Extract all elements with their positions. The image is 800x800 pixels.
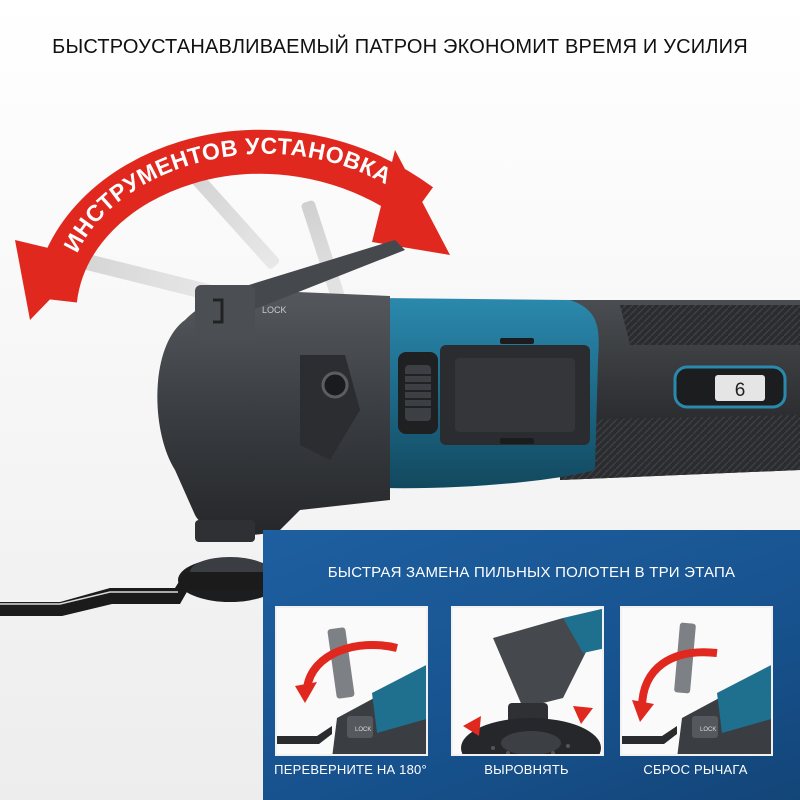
arc-label: ИНСТРУМЕНТОВ УСТАНОВКА bbox=[58, 133, 396, 256]
step-2-illustration bbox=[453, 608, 602, 754]
step-3-label: СБРОС РЫЧАГА bbox=[643, 762, 748, 777]
tool-handle: 6 bbox=[560, 300, 800, 480]
lock-label: LOCK bbox=[262, 305, 287, 315]
step-1-label: ПЕРЕВЕРНИТЕ НА 180° bbox=[274, 762, 427, 777]
step-2-label: ВЫРОВНЯТЬ bbox=[484, 762, 569, 777]
step-1-lock-label: LOCK bbox=[355, 727, 371, 733]
step-2-image bbox=[451, 606, 604, 756]
step-3-lock-label: LOCK bbox=[700, 727, 716, 733]
tool-body-teal bbox=[380, 298, 599, 489]
step-1-image: LOCK bbox=[275, 606, 428, 756]
speed-dial-value: 6 bbox=[735, 380, 746, 401]
headline: БЫСТРОУСТАНАВЛИВАЕМЫЙ ПАТРОН ЭКОНОМИТ ВР… bbox=[52, 36, 748, 58]
panel-title: БЫСТРАЯ ЗАМЕНА ПИЛЬНЫХ ПОЛОТЕН В ТРИ ЭТА… bbox=[327, 564, 736, 581]
step-3-image: LOCK bbox=[620, 606, 773, 756]
step-1-illustration: LOCK bbox=[277, 608, 426, 754]
tool-head: LOCK bbox=[0, 240, 405, 616]
step-3-illustration: LOCK bbox=[622, 608, 771, 754]
three-step-panel: БЫСТРАЯ ЗАМЕНА ПИЛЬНЫХ ПОЛОТЕН В ТРИ ЭТА… bbox=[263, 530, 800, 800]
